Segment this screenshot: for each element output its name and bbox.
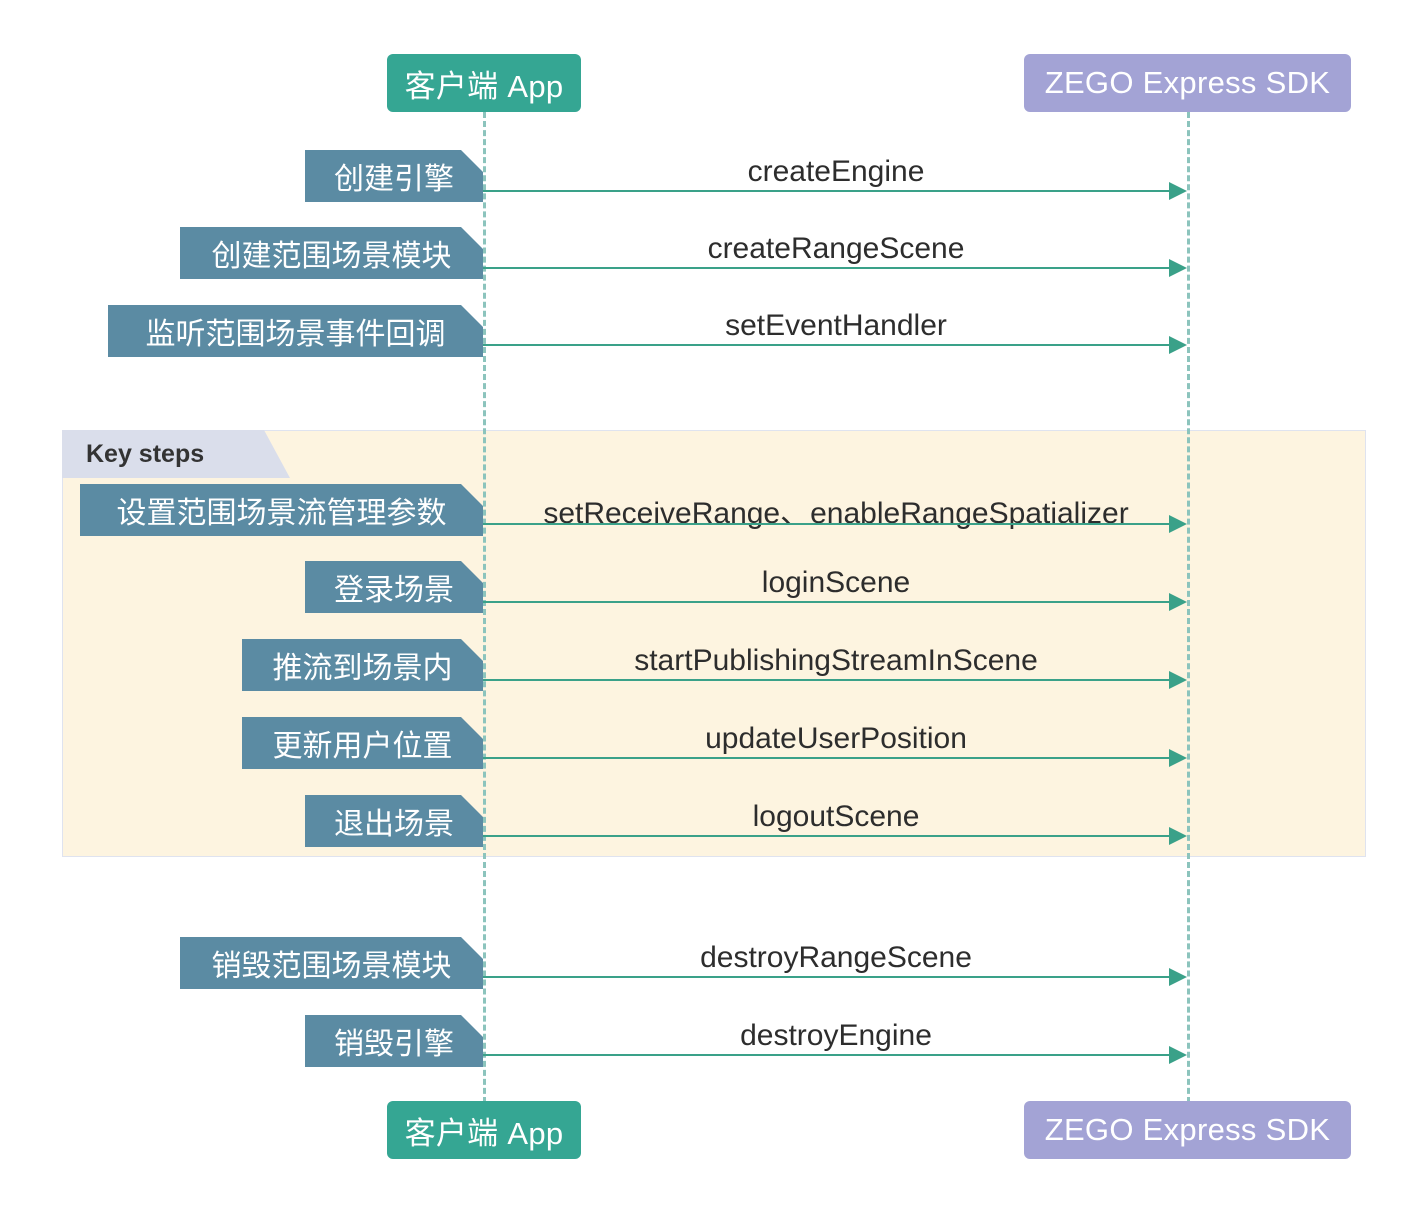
message-label: loginScene: [762, 566, 910, 600]
message-arrow-head: [1169, 1046, 1187, 1064]
key-steps-frame-label-text: Key steps: [86, 439, 205, 468]
message-label-text: startPublishingStreamInScene: [634, 644, 1038, 677]
message-arrow-head: [1169, 827, 1187, 845]
note-tag-label: 退出场景: [334, 808, 454, 841]
message-label: setEventHandler: [725, 309, 947, 343]
note-tag-label: 创建引擎: [334, 163, 454, 196]
message-label-text: setEventHandler: [725, 309, 947, 342]
message-arrow-head: [1169, 336, 1187, 354]
note-tag: 创建范围场景模块: [180, 227, 483, 279]
message-label-text: loginScene: [761, 566, 911, 599]
message-label-text: destroyRangeScene: [700, 941, 972, 974]
participant-footer-sdk[interactable]: ZEGO Express SDK: [1024, 1101, 1351, 1159]
message-label: logoutScene: [753, 800, 920, 834]
message-label-text: createEngine: [747, 155, 925, 188]
message-label: updateUserPosition: [705, 722, 967, 756]
note-tag: 退出场景: [305, 795, 483, 847]
message-label: createEngine: [748, 155, 925, 189]
message-label: startPublishingStreamInScene: [634, 644, 1038, 678]
message-arrow-line: [483, 523, 1169, 525]
note-tag-label: 销毁范围场景模块: [211, 950, 452, 983]
participant-footer-client[interactable]: 客户端 App: [387, 1101, 581, 1159]
message-arrow-line: [483, 601, 1169, 603]
participant-footer-client-label: 客户端 App: [404, 1115, 564, 1151]
lifeline-client: [483, 112, 486, 1112]
note-tag-label: 创建范围场景模块: [211, 240, 452, 273]
note-tag: 创建引擎: [305, 150, 483, 202]
message-arrow-line: [483, 835, 1169, 837]
participant-header-sdk-label: ZEGO Express SDK: [1044, 65, 1331, 100]
note-tag: 设置范围场景流管理参数: [80, 484, 483, 536]
note-tag-label: 监听范围场景事件回调: [145, 318, 446, 351]
message-label-text: logoutScene: [752, 800, 920, 833]
note-tag-label: 销毁引擎: [334, 1028, 454, 1061]
message-arrow-line: [483, 679, 1169, 681]
note-tag: 登录场景: [305, 561, 483, 613]
participant-header-sdk[interactable]: ZEGO Express SDK: [1024, 54, 1351, 112]
message-arrow-line: [483, 190, 1169, 192]
note-tag: 更新用户位置: [242, 717, 483, 769]
message-arrow-head: [1169, 593, 1187, 611]
note-tag-label: 登录场景: [334, 574, 454, 607]
participant-header-client[interactable]: 客户端 App: [387, 54, 581, 112]
message-arrow-line: [483, 976, 1169, 978]
message-arrow-head: [1169, 671, 1187, 689]
message-arrow-head: [1169, 515, 1187, 533]
message-arrow-line: [483, 344, 1169, 346]
note-tag: 监听范围场景事件回调: [108, 305, 483, 357]
message-arrow-line: [483, 1054, 1169, 1056]
message-arrow-head: [1169, 968, 1187, 986]
message-label-text: destroyEngine: [740, 1019, 932, 1052]
message-arrow-head: [1169, 182, 1187, 200]
message-arrow-head: [1169, 749, 1187, 767]
note-tag-label: 设置范围场景流管理参数: [116, 497, 447, 530]
message-label: destroyRangeScene: [700, 941, 972, 975]
message-label: destroyEngine: [740, 1019, 932, 1053]
message-label-text: setReceiveRange、enableRangeSpatializer: [543, 497, 1129, 530]
note-tag: 销毁范围场景模块: [180, 937, 483, 989]
message-arrow-line: [483, 757, 1169, 759]
message-label-text: updateUserPosition: [705, 722, 967, 755]
message-label: setReceiveRange、enableRangeSpatializer: [543, 488, 1128, 532]
note-tag: 推流到场景内: [242, 639, 483, 691]
message-label-text: createRangeScene: [707, 232, 965, 265]
note-tag-label: 推流到场景内: [272, 652, 453, 685]
message-arrow-head: [1169, 259, 1187, 277]
participant-footer-sdk-label: ZEGO Express SDK: [1044, 1112, 1331, 1147]
note-tag: 销毁引擎: [305, 1015, 483, 1067]
participant-header-client-label: 客户端 App: [404, 68, 564, 104]
key-steps-frame-label: Key steps: [62, 430, 290, 478]
note-tag-label: 更新用户位置: [272, 730, 453, 763]
message-arrow-line: [483, 267, 1169, 269]
message-label: createRangeScene: [708, 232, 965, 266]
lifeline-sdk: [1187, 112, 1190, 1112]
